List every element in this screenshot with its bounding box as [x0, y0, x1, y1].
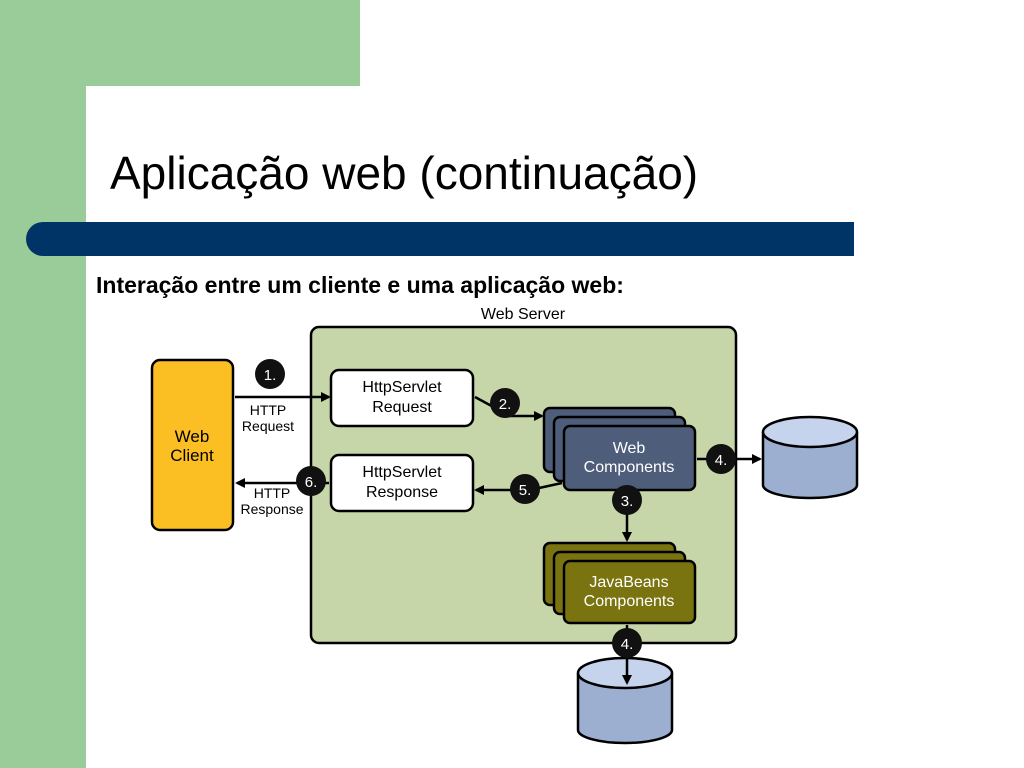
step-6-label: 6. [305, 474, 318, 491]
title-underline-bar [26, 222, 854, 256]
step-1-label: 1. [264, 367, 277, 384]
web-client-label-line1: Web [175, 427, 210, 446]
step-marker-1: 1. [255, 359, 285, 389]
step-marker-2: 2. [490, 388, 520, 418]
http-servlet-response-box [329, 453, 475, 513]
top-green-band [0, 0, 360, 86]
http-response-label-line2: Response [240, 501, 303, 517]
database-bottom [576, 656, 674, 745]
web-client-label-line2: Client [170, 446, 214, 465]
step-marker-4-right: 4. [706, 444, 736, 474]
step-2-label: 2. [499, 396, 512, 413]
http-servlet-response-line2: Response [366, 484, 438, 501]
step-5-label: 5. [519, 482, 532, 499]
web-components-line2: Components [584, 459, 675, 476]
web-server-label: Web Server [481, 306, 566, 323]
slide-title: Aplicação web (continuação) [110, 147, 699, 199]
http-servlet-request-box [329, 368, 475, 428]
web-components-line1: Web [613, 440, 646, 457]
web-client-box [150, 358, 235, 532]
http-response-label-line1: HTTP [254, 485, 291, 501]
http-servlet-request-line1: HttpServlet [362, 379, 442, 396]
step-marker-4-bottom: 4. [612, 628, 642, 658]
javabeans-components-line2: Components [584, 593, 675, 610]
step-marker-3: 3. [612, 485, 642, 515]
slide-subtitle: Interação entre um cliente e uma aplicaç… [96, 272, 624, 298]
step-marker-6: 6. [296, 466, 326, 496]
http-request-label-line1: HTTP [250, 402, 287, 418]
step-3-label: 3. [621, 493, 634, 510]
http-request-label-line2: Request [242, 418, 294, 434]
javabeans-components-line1: JavaBeans [589, 574, 668, 591]
step-4-right-label: 4. [715, 452, 728, 469]
step-marker-5: 5. [510, 474, 540, 504]
web-components-box [562, 424, 697, 492]
left-green-band [0, 0, 86, 768]
http-servlet-response-line1: HttpServlet [362, 464, 442, 481]
javabeans-components-box [562, 559, 697, 625]
step-4-bottom-label: 4. [621, 636, 634, 653]
http-servlet-request-line2: Request [372, 399, 432, 416]
database-right [761, 415, 859, 500]
